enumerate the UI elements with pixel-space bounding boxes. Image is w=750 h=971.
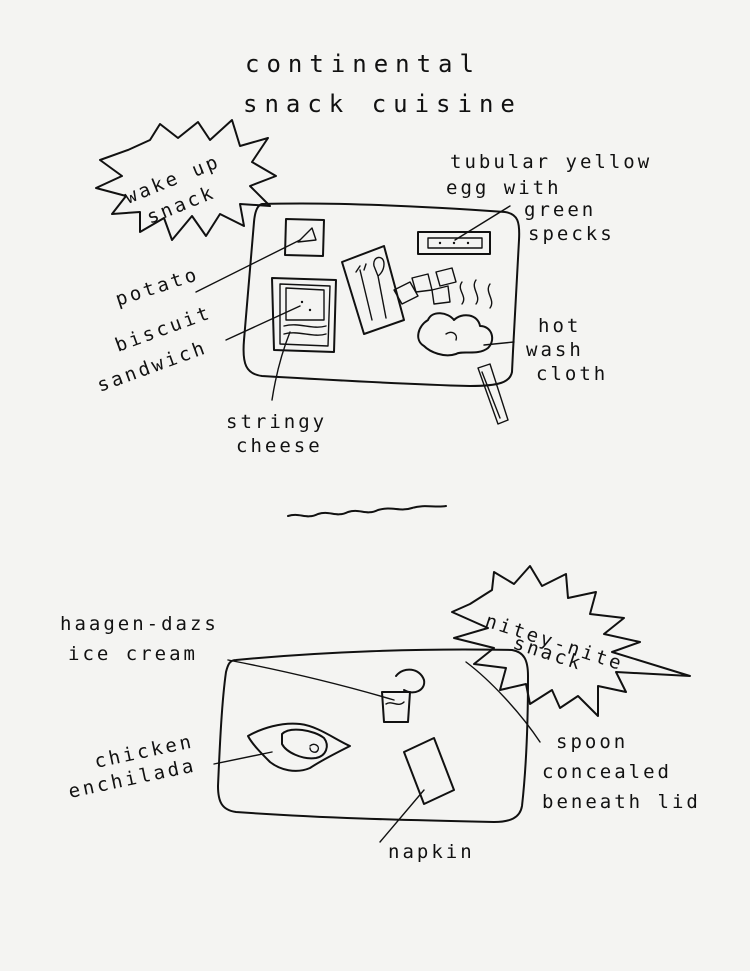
biscuit-box-inner [279,283,331,347]
leader-biscuit [225,305,301,341]
cracker [411,273,433,293]
morning-tray-outline [242,202,521,387]
egg-speck [438,241,442,245]
spoon-icon [373,256,387,319]
stringy-cheese-strands [283,324,327,336]
fork-icon [355,263,373,321]
enchilada-plate [247,722,351,772]
hot-wash-cloth [417,312,494,357]
leader-towel [483,341,515,346]
potato-dish [284,218,325,257]
night-burst: nitey-nite snack [451,565,691,717]
morning-burst: wake up snack [95,119,277,241]
label-cheese-2: cheese [236,435,323,457]
leader-potato [195,239,301,293]
label-icecream-2: ice cream [68,643,198,665]
icecream-band [385,701,405,705]
biscuit-dot [300,300,304,304]
steam-line [487,283,493,309]
label-towel-1: hot [538,315,581,337]
label-cheese-1: stringy [226,411,327,433]
potato [297,227,317,243]
night-tray [217,648,529,823]
leader-enchilada [213,751,273,765]
label-icecream-1: haagen-dazs [60,613,219,635]
cracker [431,285,451,305]
egg-dish [417,231,491,255]
label-spoon-3: beneath lid [542,791,701,813]
biscuit-box [271,277,337,353]
leader-egg [454,205,511,241]
cracker [393,281,419,305]
label-spoon-2: concealed [542,761,672,783]
title-line-2: snack cuisine [243,90,522,118]
utensil-packet [341,245,405,335]
label-egg-3: green [524,199,596,221]
label-napkin: napkin [388,841,475,863]
morning-burst-shape [95,119,277,241]
enchilada-swirl [309,743,320,753]
egg-speck [466,241,470,245]
label-towel-3: cloth [536,363,608,385]
morning-tray [242,202,521,425]
night-tray-outline [217,648,529,823]
label-egg-2: egg with [446,177,562,199]
label-egg-4: specks [528,223,615,245]
label-potato: potato [113,263,202,311]
cracker [435,267,457,287]
steam-line [459,281,465,305]
title-line-1: continental [245,50,481,78]
tubular-egg [427,237,483,249]
leader-icecream [227,659,395,701]
leader-cheese [271,331,291,401]
biscuit-dot [308,308,312,312]
label-spoon-1: spoon [556,731,628,753]
enchilada-roll [281,728,328,760]
cloth-wrapper [477,363,509,425]
icecream-cup [381,691,411,723]
label-biscuit-2: sandwich [94,337,210,397]
cloth-fold [445,331,458,341]
napkin [403,737,455,805]
label-towel-2: wash [526,339,584,361]
biscuit-sandwich [285,287,325,321]
label-egg-1: tubular yellow [450,151,652,173]
leader-napkin [379,789,425,843]
section-divider [287,505,447,518]
icecream-lid [395,668,426,694]
egg-speck [452,241,456,245]
leader-spoon [465,661,541,743]
night-burst-shape [451,565,691,717]
steam-line [473,279,479,305]
